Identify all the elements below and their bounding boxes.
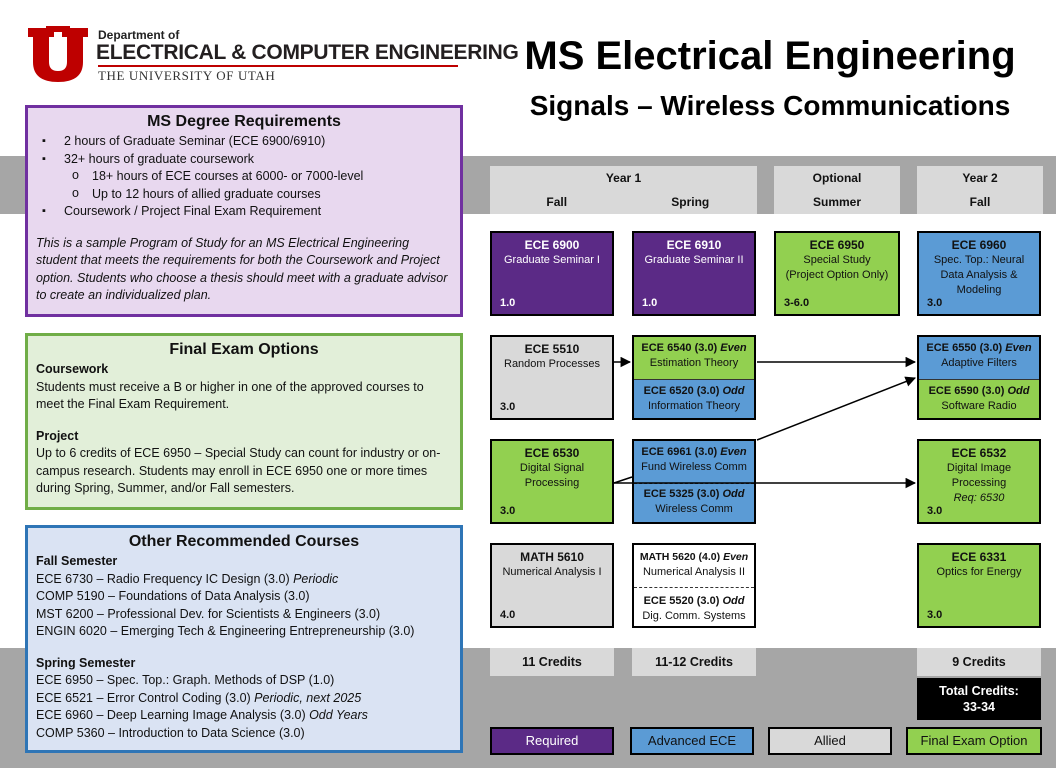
requirement-item: 32+ hours of graduate coursework <box>36 151 452 169</box>
university-u-logo-icon <box>28 26 88 82</box>
list-item: ECE 6960 – Deep Learning Image Analysis … <box>36 708 368 722</box>
list-item: COMP 5360 – Introduction to Data Science… <box>36 725 305 740</box>
coursework-heading: Coursework <box>36 362 109 376</box>
course-ece6910[interactable]: ECE 6910 Graduate Seminar II 1.0 <box>632 231 756 316</box>
fall-credits: 11 Credits <box>490 648 614 676</box>
list-item: MST 6200 – Professional Dev. for Scienti… <box>36 606 381 621</box>
course-ece6960[interactable]: ECE 6960 Spec. Top.: Neural Data Analysi… <box>917 231 1041 316</box>
year2-header: Year 2 Fall <box>917 166 1043 214</box>
arrow-ece6961-to-ece6550 <box>756 376 916 441</box>
course-ece6331[interactable]: ECE 6331 Optics for Energy 3.0 <box>917 543 1041 628</box>
list-item: ECE 6950 – Spec. Top.: Graph. Methods of… <box>36 673 335 687</box>
list-item: COMP 5190 – Foundations of Data Analysis… <box>36 589 310 603</box>
legend-allied: Allied <box>768 727 892 755</box>
requirement-subitem: 18+ hours of ECE courses at 6000- or 700… <box>36 167 452 186</box>
course-math5620[interactable]: MATH 5620 (4.0) Even Numerical Analysis … <box>639 551 749 578</box>
course-math5610[interactable]: MATH 5610 Numerical Analysis I 4.0 <box>490 543 614 628</box>
total-credits: Total Credits: 33-34 <box>917 678 1041 720</box>
summer-header: Optional Summer <box>774 166 900 214</box>
logo-university-name: THE UNIVERSITY OF UTAH <box>98 68 276 83</box>
course-ece6520[interactable]: ECE 6520 (3.0) Odd Information Theory <box>634 379 754 418</box>
spring-header: Spring <box>671 195 710 209</box>
course-ece6550[interactable]: ECE 6550 (3.0) Even Adaptive Filters <box>919 337 1039 379</box>
requirements-note: This is a sample Program of Study for an… <box>36 235 448 303</box>
final-exam-options-box: Final Exam Options Coursework Students m… <box>25 333 463 510</box>
course-pair-ece6550-ece6590: ECE 6550 (3.0) Even Adaptive Filters ECE… <box>917 335 1041 420</box>
other-courses-title: Other Recommended Courses <box>128 533 360 550</box>
requirement-item: Coursework / Project Final Exam Requirem… <box>36 203 452 221</box>
course-pair-ece6540-ece6520: ECE 6540 (3.0) Even Estimation Theory EC… <box>632 335 756 420</box>
course-pair-math5620-ece5520: MATH 5620 (4.0) Even Numerical Analysis … <box>632 543 756 628</box>
logo-department-of: Department of <box>98 28 180 42</box>
fall-semester-heading: Fall Semester <box>36 554 118 568</box>
other-recommended-courses-box: Other Recommended Courses Fall Semester … <box>25 525 463 753</box>
degree-requirements-box: MS Degree Requirements 2 hours of Gradua… <box>25 105 463 317</box>
project-heading: Project <box>36 428 79 443</box>
page-subtitle: Signals – Wireless Communications <box>529 90 1011 121</box>
list-item: ENGIN 6020 – Emerging Tech & Engineering… <box>36 624 415 638</box>
logo-divider <box>98 65 458 67</box>
project-text: Up to 6 credits of ECE 6950 – Special St… <box>36 446 441 495</box>
final-exam-title: Final Exam Options <box>169 341 319 358</box>
spring-credits: 11-12 Credits <box>632 648 756 676</box>
spring-semester-heading: Spring Semester <box>36 655 136 670</box>
legend-final-exam-option: Final Exam Option <box>906 727 1042 755</box>
course-ece5325[interactable]: ECE 5325 (3.0) Odd Wireless Comm <box>643 488 745 515</box>
fall-header: Fall <box>546 195 568 209</box>
course-ece5520[interactable]: ECE 5520 (3.0) Odd Dig. Comm. Systems <box>642 595 746 622</box>
list-item: ECE 6730 – Radio Frequency IC Design (3.… <box>36 571 339 586</box>
legend-advanced-ece: Advanced ECE <box>630 727 754 755</box>
course-ece6532[interactable]: ECE 6532 Digital Image Processing Req: 6… <box>917 439 1041 524</box>
page-title: MS Electrical Engineering <box>524 34 1016 78</box>
course-ece6950[interactable]: ECE 6950 Special Study (Project Option O… <box>774 231 900 316</box>
course-ece6961[interactable]: ECE 6961 (3.0) Even Fund Wireless Comm <box>641 446 747 473</box>
year2-fall-credits: 9 Credits <box>917 648 1041 676</box>
legend-required: Required <box>490 727 614 755</box>
requirements-title: MS Degree Requirements <box>147 113 341 130</box>
course-ece6590[interactable]: ECE 6590 (3.0) Odd Software Radio <box>919 379 1039 418</box>
course-ece6900[interactable]: ECE 6900 Graduate Seminar I 1.0 <box>490 231 614 316</box>
course-ece5510[interactable]: ECE 5510 Random Processes 3.0 <box>490 335 614 420</box>
course-pair-ece6961-ece5325: ECE 6961 (3.0) Even Fund Wireless Comm E… <box>632 439 756 524</box>
coursework-text: Students must receive a B or higher in o… <box>36 379 424 412</box>
divider <box>634 587 754 588</box>
department-logo[interactable]: Department of ELECTRICAL & COMPUTER ENGI… <box>26 26 519 86</box>
course-ece6540[interactable]: ECE 6540 (3.0) Even Estimation Theory <box>634 337 754 379</box>
course-ece6530[interactable]: ECE 6530 Digital Signal Processing 3.0 <box>490 439 614 524</box>
list-item: ECE 6521 – Error Control Coding (3.0) Pe… <box>36 690 362 705</box>
logo-department-name: ELECTRICAL & COMPUTER ENGINEERING <box>96 41 519 64</box>
arrow-ece6530-to-ece6961 <box>613 476 633 484</box>
requirement-item: 2 hours of Graduate Seminar (ECE 6900/69… <box>36 133 452 151</box>
requirement-subitem: Up to 12 hours of allied graduate course… <box>36 185 452 204</box>
year1-header: Year 1 Fall Spring <box>490 166 757 214</box>
